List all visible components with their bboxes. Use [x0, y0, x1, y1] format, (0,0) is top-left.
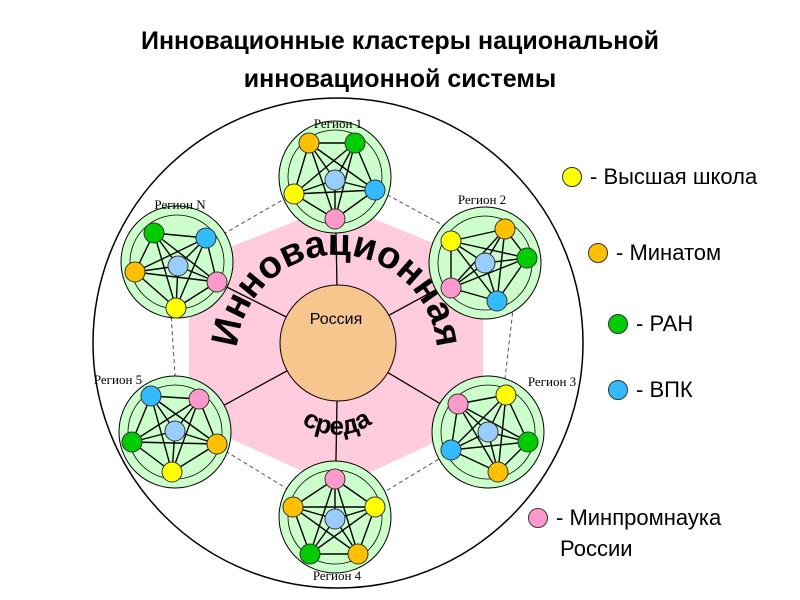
cluster-link-line: [457, 403, 499, 473]
cluster-node-blue: [477, 421, 499, 443]
cluster-node-cyan: [486, 290, 508, 312]
cluster-node-cyan: [195, 227, 217, 249]
region-cluster-2: Регион 2: [428, 192, 542, 320]
legend-higher-school-icon: [562, 167, 582, 187]
legend-vpk-label: - ВПК: [636, 377, 693, 402]
legend-minpromnauka-icon: [528, 508, 548, 528]
cluster-link-line: [175, 237, 207, 309]
legend-item-minpromnauka-line2: России: [560, 536, 633, 562]
region-cluster-6: Регион N: [120, 197, 234, 319]
cluster-link-line: [308, 142, 336, 220]
cluster-node-orange: [298, 132, 320, 154]
region-label-5: Регион 5: [94, 372, 142, 387]
region-cluster-inner-circle: [440, 384, 536, 480]
cluster-link-line: [292, 506, 359, 555]
legend-ran-label: - РАН: [636, 311, 694, 336]
legend-minatom-label: - Минатом: [616, 240, 722, 265]
cluster-link-line: [171, 398, 200, 473]
cluster-node-green: [344, 132, 366, 154]
legend-higher-school-label: - Высшая школа: [590, 164, 758, 189]
legend-item-higher-school: - Высшая школа: [562, 164, 757, 190]
legend-minpromnauka-label: - Минпромнаука: [556, 505, 722, 530]
cluster-node-blue: [324, 508, 346, 530]
cluster-node-pink: [440, 277, 462, 299]
title-line-2: инновационной системы: [243, 65, 557, 93]
cluster-node-orange: [206, 433, 228, 455]
region-label-4: Регион 4: [313, 568, 362, 583]
cluster-node-green: [517, 431, 539, 453]
cluster-node-green: [143, 222, 165, 244]
region-cluster-5: Регион 5: [94, 372, 232, 489]
cluster-node-orange: [487, 461, 509, 483]
cluster-link-line: [450, 257, 528, 289]
cluster-link-line: [497, 394, 507, 473]
region-label-3: Регион 3: [528, 374, 576, 389]
cluster-node-yellow: [161, 461, 183, 483]
cluster-node-pink: [324, 208, 346, 230]
cluster-node-blue: [164, 420, 186, 442]
cluster-link-line: [309, 478, 336, 555]
clusters-group: Регион 1 Регион 2 Регион 3 Регион 4 Регион 5…: [94, 116, 576, 583]
outer-boundary-circle: [92, 97, 584, 589]
cluster-link-line: [153, 232, 177, 309]
legend-item-ran: - РАН: [608, 311, 693, 337]
cluster-node-orange: [494, 218, 516, 240]
cluster-link-line: [153, 232, 218, 283]
region-label-1: Регион 1: [314, 116, 362, 131]
cluster-node-pink: [324, 468, 346, 490]
cluster-link-line: [496, 228, 506, 302]
region-cluster-3: Регион 3: [431, 374, 576, 489]
cluster-link-line: [334, 478, 359, 555]
cluster-link-line: [134, 237, 207, 273]
cluster-node-green: [121, 431, 143, 453]
cluster-node-orange: [282, 496, 304, 518]
cluster-node-yellow: [283, 183, 305, 205]
legend-minatom-icon: [588, 243, 608, 263]
legend-vpk-icon: [608, 380, 628, 400]
legend-item-vpk: - ВПК: [608, 377, 693, 403]
region-cluster-1: Регион 1: [278, 116, 392, 234]
legend-item-minpromnauka: - Минпромнаука: [528, 505, 721, 531]
cluster-link-line: [450, 441, 529, 451]
region-cluster-4: Регион 4: [278, 460, 392, 583]
legend-minpromnauka-label-line2: России: [560, 536, 633, 561]
cluster-link-line: [450, 394, 507, 451]
russia-label: Россия: [310, 311, 362, 328]
cluster-node-yellow: [165, 297, 187, 319]
diagram-title: Инновационные кластеры национальной инно…: [0, 22, 800, 98]
cluster-node-cyan: [440, 439, 462, 461]
cluster-link-line: [293, 142, 356, 195]
cluster-node-orange: [124, 261, 146, 283]
region-label-2: Регион 2: [458, 192, 506, 207]
cluster-node-blue: [324, 169, 346, 191]
cluster-node-yellow: [495, 384, 517, 406]
region-label-6: Регион N: [154, 197, 206, 212]
russia-core-circle: [279, 284, 397, 402]
cluster-node-blue: [167, 255, 189, 277]
cluster-node-blue: [474, 252, 496, 274]
legend-item-minatom: - Минатом: [588, 240, 721, 266]
legend-ran-icon: [608, 314, 628, 334]
cluster-node-pink: [206, 271, 228, 293]
title-line-1: Инновационные кластеры национальной: [140, 27, 660, 55]
cluster-node-green: [516, 247, 538, 269]
cluster-node-cyan: [140, 385, 162, 407]
cluster-node-pink: [447, 393, 469, 415]
cluster-node-orange: [347, 543, 369, 565]
cluster-link-line: [131, 398, 200, 443]
cluster-node-cyan: [364, 179, 386, 201]
cluster-node-pink: [188, 388, 210, 410]
cluster-link-line: [134, 271, 218, 283]
cluster-node-yellow: [364, 496, 386, 518]
cluster-link-line: [450, 240, 528, 259]
cluster-node-green: [299, 543, 321, 565]
cluster-node-yellow: [440, 230, 462, 252]
